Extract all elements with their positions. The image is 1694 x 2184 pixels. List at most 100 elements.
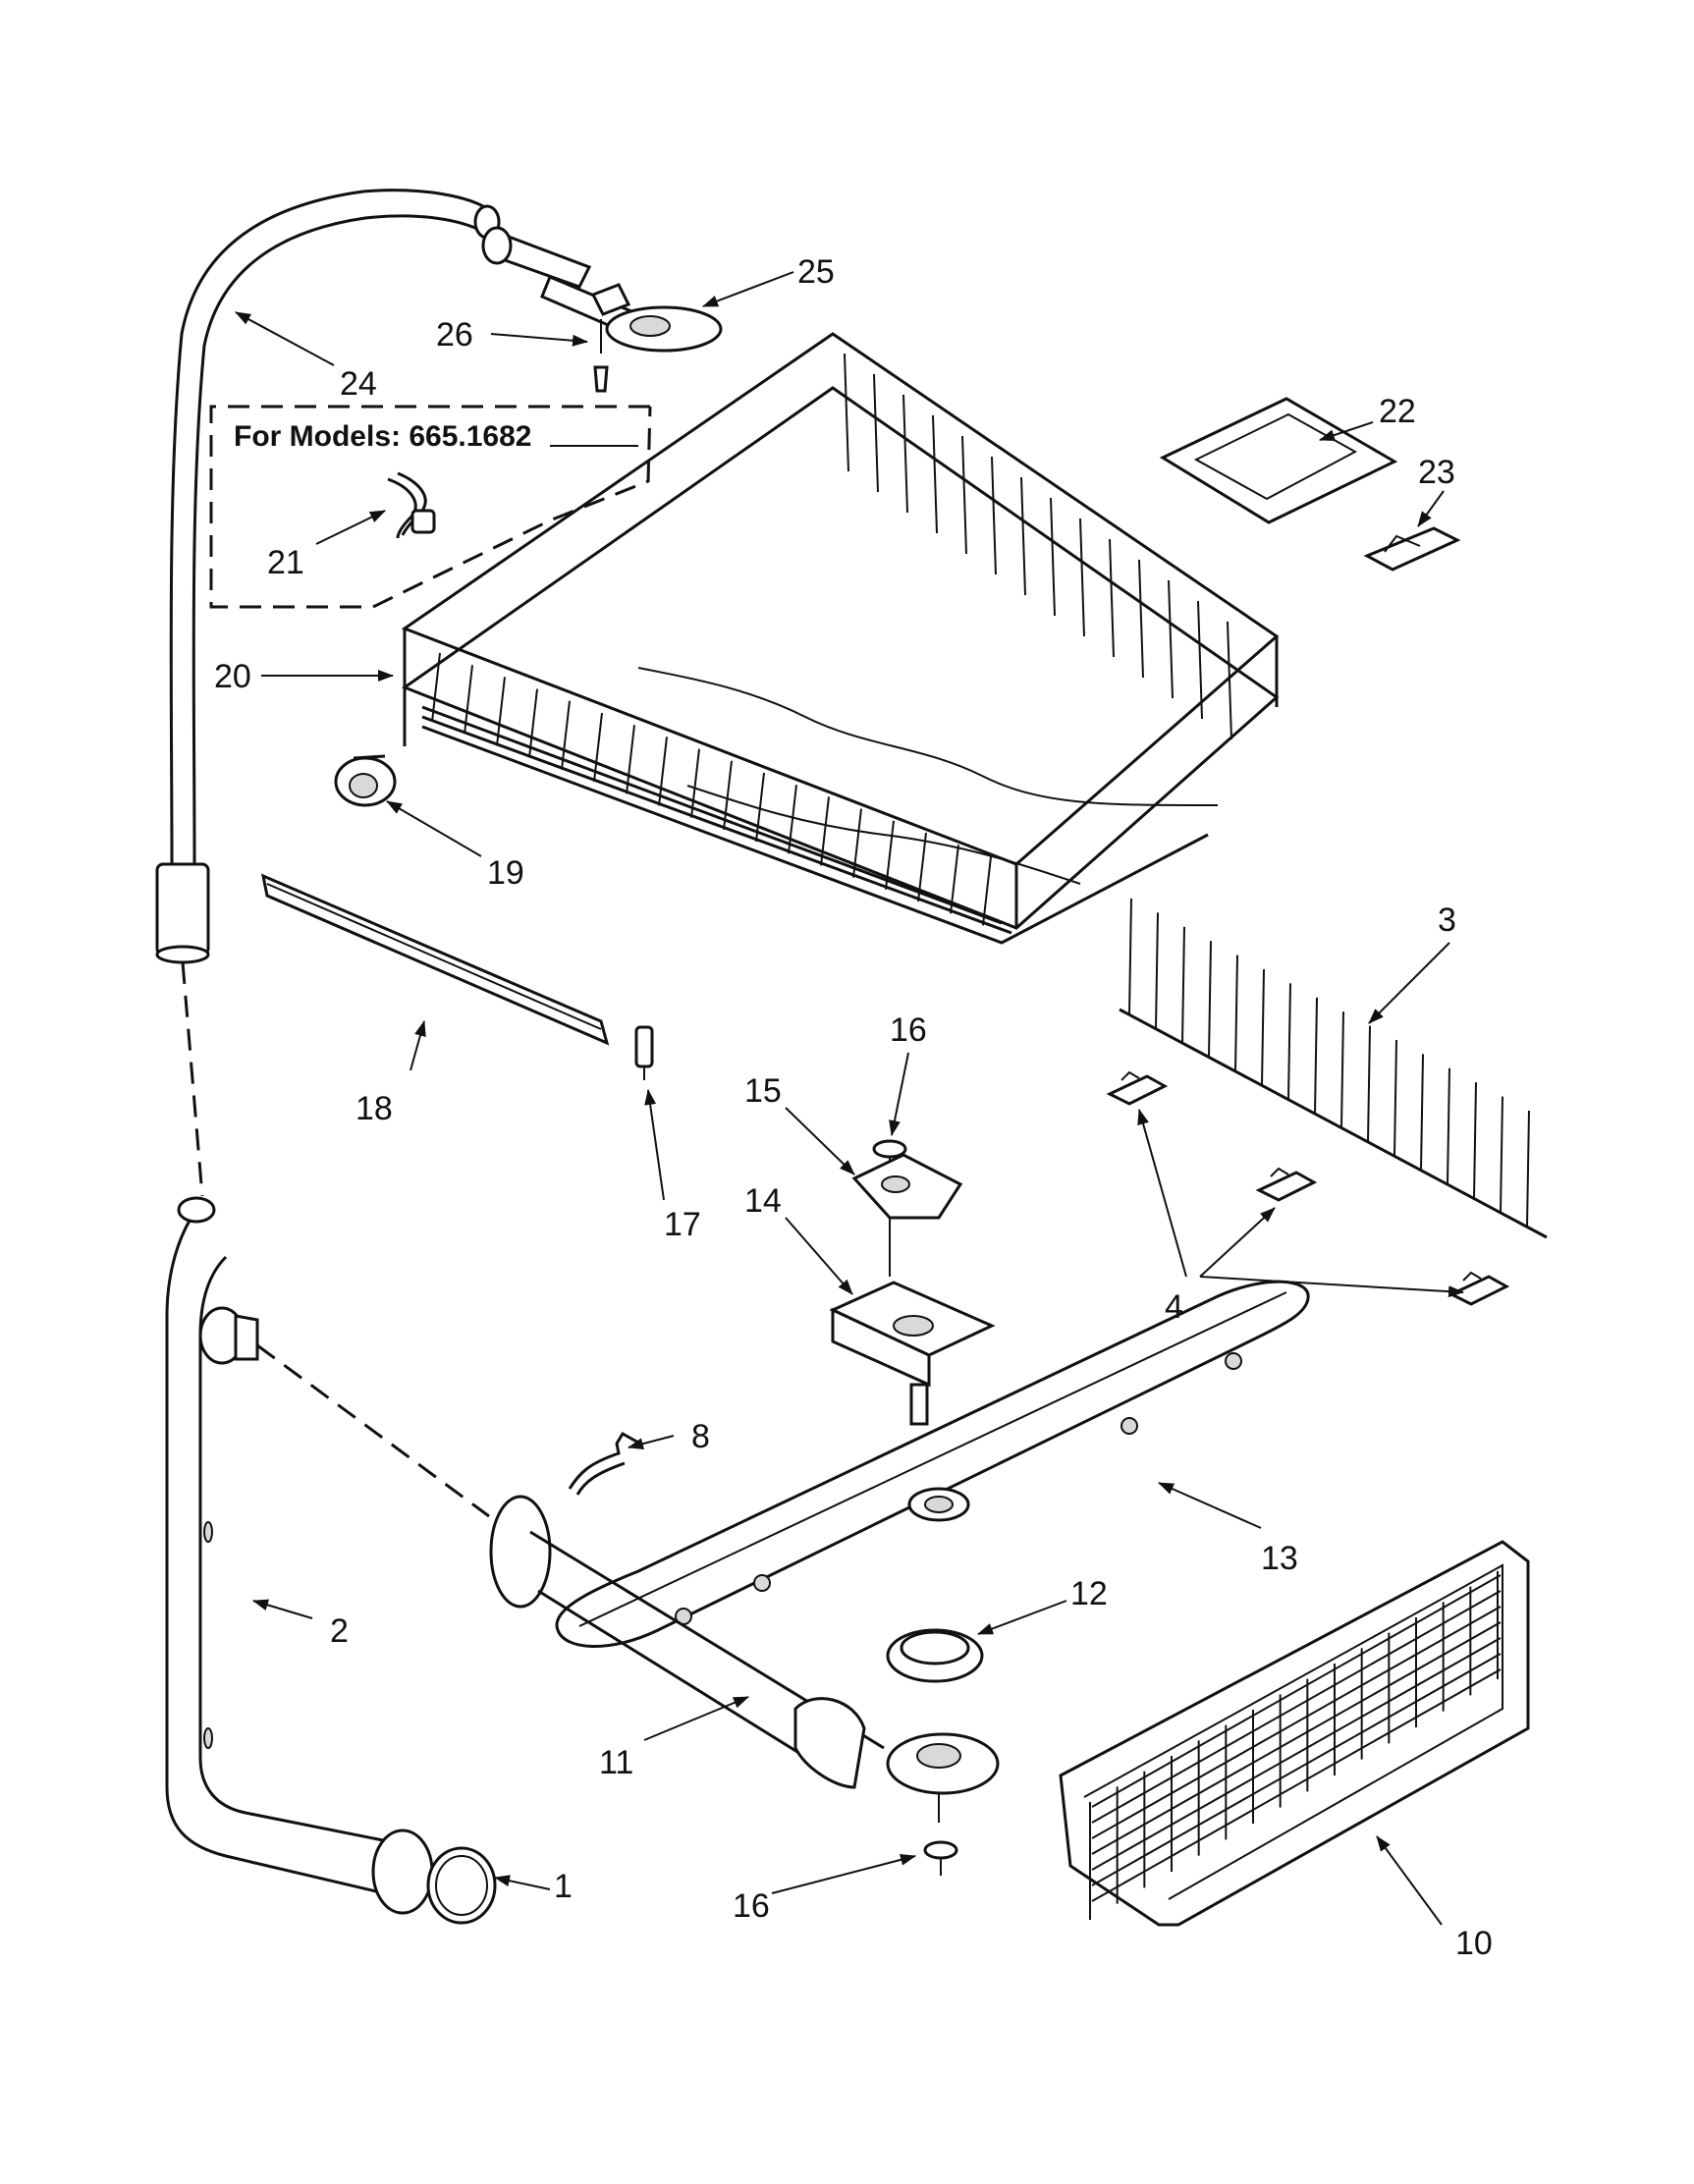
- rack-tine: [1050, 497, 1056, 617]
- row-tine: [1500, 1096, 1503, 1213]
- callout-13: 13: [1261, 1540, 1298, 1577]
- rack-wheel-part: [334, 754, 397, 807]
- rack-tine: [528, 688, 538, 758]
- rack-tine: [1168, 579, 1174, 699]
- row-tine: [1181, 926, 1185, 1043]
- basket-grid-line: [1091, 1653, 1502, 1886]
- callout-4: 4: [1165, 1288, 1183, 1326]
- model-note-text: For Models: 665.1682: [234, 420, 531, 453]
- callout-19: 19: [487, 854, 524, 892]
- row-tine: [1367, 1025, 1371, 1142]
- manifold-part: [489, 1495, 1000, 1823]
- callout-17: 17: [664, 1206, 701, 1243]
- rack-rail-part: [260, 873, 610, 1046]
- row-tine: [1128, 898, 1132, 1015]
- callout-24: 24: [340, 365, 377, 403]
- callout-14: 14: [744, 1182, 782, 1220]
- row-tine: [1420, 1054, 1424, 1171]
- callout-26: 26: [436, 316, 473, 354]
- callout-18: 18: [355, 1090, 393, 1127]
- basket-grid-line: [1091, 1606, 1502, 1839]
- basket-grid-line: [1091, 1637, 1502, 1871]
- rack-tine: [982, 856, 992, 926]
- rack-tine: [844, 353, 849, 472]
- row-tine: [1526, 1110, 1530, 1228]
- lower-tube-part: [165, 1196, 434, 1915]
- rack-tine: [902, 394, 908, 514]
- row-tine: [1287, 983, 1291, 1100]
- row-tine: [1393, 1039, 1397, 1157]
- rack-tine: [626, 725, 635, 794]
- rack-tine: [690, 748, 700, 818]
- rack-tine: [561, 700, 571, 770]
- lower-spray-arm-part: [555, 1280, 1310, 1648]
- supply-tube-part: [155, 189, 501, 964]
- clamp-part: [568, 1431, 641, 1496]
- tine-row-part: [1119, 898, 1548, 1239]
- basket-grid-line: [1091, 1668, 1502, 1902]
- rack-tine: [885, 820, 895, 890]
- leader-lines: [181, 271, 1464, 1926]
- row-tine: [1340, 1011, 1344, 1128]
- callout-23: 23: [1418, 454, 1455, 491]
- callout-8: 8: [691, 1418, 710, 1455]
- rack-tine: [873, 373, 879, 493]
- callout-2: 2: [330, 1612, 349, 1650]
- rack-tine: [932, 414, 938, 534]
- o-ring-part: [426, 1846, 497, 1925]
- basket-grid-line: [1091, 1621, 1502, 1855]
- basket-grid-line: [1091, 1590, 1502, 1824]
- upper-rack-part: [401, 332, 1280, 945]
- seal-ring-part: [886, 1628, 984, 1683]
- model-note-box: For Models: 665.1682: [209, 405, 652, 609]
- rack-tine: [1079, 518, 1085, 637]
- row-tine: [1261, 968, 1265, 1086]
- rack-tine: [950, 845, 959, 914]
- silverware-basket-part: [1059, 1540, 1530, 1927]
- rack-tine: [1197, 600, 1203, 720]
- row-tine: [1234, 955, 1238, 1071]
- callout-labels: 25 24 26 21 20 22 23 19 18 17 3 16 15 14…: [214, 253, 1493, 1962]
- spray-bracket-part: [829, 1281, 996, 1426]
- rack-tine: [593, 712, 603, 783]
- rack-tine: [991, 456, 997, 575]
- rack-tine: [852, 808, 862, 878]
- callout-15: 15: [744, 1072, 782, 1110]
- callout-21: 21: [267, 544, 304, 581]
- callout-16-bottom: 16: [733, 1887, 770, 1925]
- callout-25: 25: [797, 253, 835, 291]
- rack-tine: [917, 832, 927, 902]
- cup-shelf-part: [1159, 397, 1398, 524]
- callout-20: 20: [214, 658, 251, 695]
- rack-tine: [1227, 621, 1232, 740]
- callout-22: 22: [1379, 393, 1416, 430]
- rack-tine: [723, 760, 733, 830]
- rack-tine: [431, 652, 441, 723]
- callout-11: 11: [599, 1744, 633, 1781]
- row-tine: [1155, 912, 1159, 1029]
- callout-1: 1: [554, 1868, 573, 1905]
- tine-clips-part: [1106, 1070, 1510, 1306]
- spray-hub-part: [851, 1139, 963, 1277]
- spray-connector-part: [481, 226, 723, 393]
- rack-tine: [820, 796, 830, 866]
- row-tine: [1314, 997, 1318, 1114]
- row-tine: [1473, 1082, 1477, 1199]
- row-tine: [1447, 1067, 1450, 1184]
- callout-12: 12: [1070, 1575, 1108, 1612]
- rack-tine: [755, 772, 765, 843]
- callout-10: 10: [1455, 1925, 1493, 1962]
- callout-3: 3: [1438, 901, 1456, 939]
- row-tine: [1208, 941, 1212, 1058]
- rack-tine: [658, 737, 668, 806]
- rack-tine: [961, 435, 967, 555]
- rack-tine: [1138, 559, 1144, 679]
- rack-tine: [1020, 476, 1026, 596]
- callout-16-top: 16: [890, 1011, 927, 1049]
- rack-tine: [1109, 538, 1115, 658]
- rack-tine: [496, 677, 506, 746]
- basket-grid-line: [1091, 1574, 1502, 1808]
- rack-tine: [464, 665, 473, 735]
- wire-clip-part: [387, 471, 436, 539]
